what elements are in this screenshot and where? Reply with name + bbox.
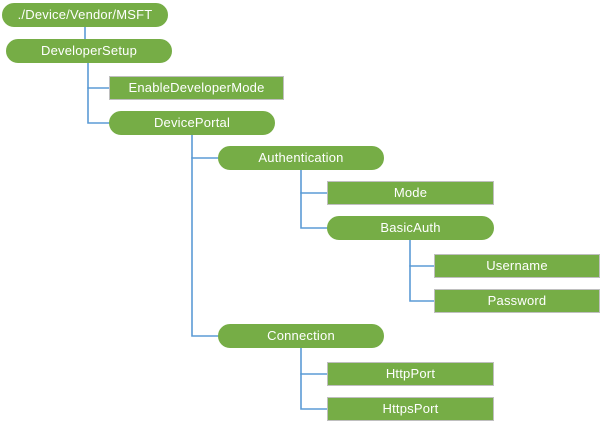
tree-connector (191, 134, 219, 159)
tree-node-label: HttpPort (385, 366, 436, 381)
tree-node-basicauth[interactable]: BasicAuth (327, 216, 494, 240)
tree-node-label: Password (487, 293, 547, 308)
tree-node-username[interactable]: Username (434, 254, 600, 278)
tree-connector (87, 62, 110, 89)
tree-node-label: BasicAuth (380, 220, 441, 235)
tree-node-label: HttpsPort (382, 401, 439, 416)
tree-node-label: Mode (393, 185, 428, 200)
tree-node-httpport[interactable]: HttpPort (327, 362, 494, 386)
tree-connector (300, 373, 328, 410)
tree-connector (300, 192, 328, 229)
tree-connector (409, 239, 435, 267)
tree-node-label: DeveloperSetup (40, 43, 138, 58)
tree-connector (300, 347, 328, 375)
tree-node-mode[interactable]: Mode (327, 181, 494, 205)
tree-node-authentication[interactable]: Authentication (218, 146, 384, 170)
tree-connector (409, 265, 435, 302)
tree-node-developersetup[interactable]: DeveloperSetup (6, 39, 172, 63)
tree-connector (300, 169, 328, 194)
tree-node-label: Connection (267, 328, 335, 343)
tree-node-label: EnableDeveloperMode (128, 80, 265, 95)
tree-connector (191, 157, 219, 337)
tree-node-deviceportal[interactable]: DevicePortal (109, 111, 275, 135)
tree-node-httpsport[interactable]: HttpsPort (327, 397, 494, 421)
tree-node-label: Username (486, 258, 548, 273)
tree-node-enabledevelopermode[interactable]: EnableDeveloperMode (109, 76, 284, 100)
tree-connector (87, 87, 110, 124)
tree-node-password[interactable]: Password (434, 289, 600, 313)
tree-node-root[interactable]: ./Device/Vendor/MSFT (2, 3, 168, 27)
tree-node-label: ./Device/Vendor/MSFT (17, 7, 153, 22)
tree-node-connection[interactable]: Connection (218, 324, 384, 348)
tree-node-label: DevicePortal (153, 115, 231, 130)
tree-node-label: Authentication (258, 150, 344, 165)
